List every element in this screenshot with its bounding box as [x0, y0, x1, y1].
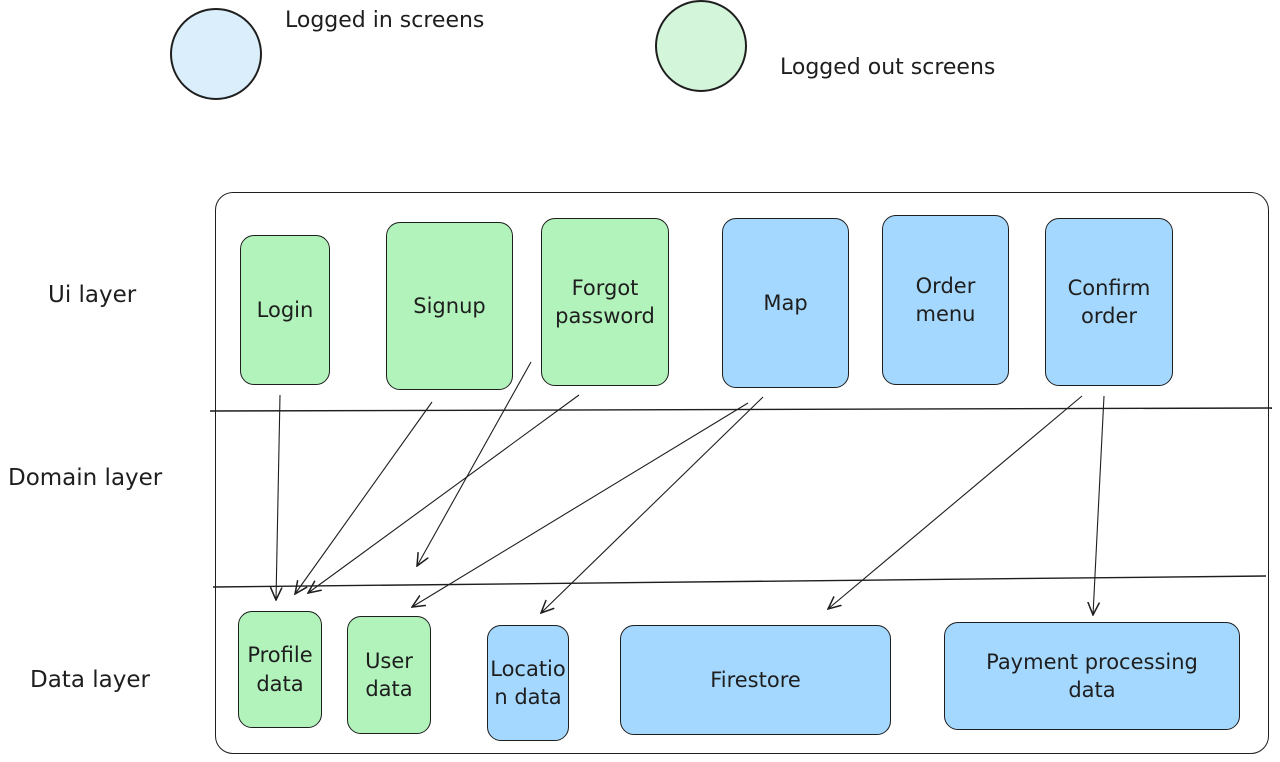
user-data-box: User data	[347, 616, 431, 734]
order-menu-box-label: Order menu	[915, 273, 976, 326]
arrow-confirm-to-firestore	[828, 395, 1083, 609]
profile-data-box: Profile data	[238, 611, 322, 728]
arrow-forgot-to-profile	[308, 394, 580, 593]
arrow-login-to-profile	[276, 394, 280, 600]
domain-data-divider	[212, 575, 1267, 588]
signup-box: Signup	[386, 222, 513, 390]
arrow-confirm-to-payment	[1093, 395, 1105, 615]
ui-domain-divider	[209, 407, 1273, 412]
arrow-map-to-location	[541, 396, 764, 613]
confirm-order-box-label: Confirm order	[1067, 275, 1151, 328]
domain-layer-label: Domain layer	[8, 465, 163, 491]
login-box: Login	[240, 235, 330, 385]
legend-logged-in-label: Logged in screens	[285, 8, 485, 33]
firestore-box-label: Firestore	[710, 667, 801, 692]
data-layer-label: Data layer	[30, 667, 150, 693]
arrow-signup-to-profile	[295, 401, 433, 594]
login-box-label: Login	[256, 297, 314, 322]
architecture-frame	[215, 192, 1269, 754]
payment-processing-data-box: Payment processing data	[944, 622, 1240, 730]
legend-logged-in-swatch	[170, 8, 262, 100]
payment-processing-data-box-label: Payment processing data	[986, 649, 1198, 702]
location-data-box: Location data	[487, 625, 569, 741]
signup-box-label: Signup	[413, 293, 486, 318]
legend-logged-out-label: Logged out screens	[780, 55, 996, 80]
user-data-box-label: User data	[365, 648, 413, 701]
profile-data-box-label: Profile data	[247, 643, 313, 696]
arrow-map-to-user	[412, 402, 749, 607]
map-box: Map	[722, 218, 849, 388]
legend-logged-out-swatch	[655, 0, 747, 92]
firestore-box: Firestore	[620, 625, 891, 735]
confirm-order-box: Confirm order	[1045, 218, 1173, 386]
location-data-box-label: Location data	[490, 656, 566, 709]
forgot-password-box: Forgot password	[541, 218, 669, 386]
map-box-label: Map	[763, 290, 808, 315]
forgot-password-box-label: Forgot password	[555, 275, 655, 328]
ui-layer-label: Ui layer	[48, 282, 137, 308]
arrow-forgot-to-user	[417, 361, 532, 566]
order-menu-box: Order menu	[882, 215, 1009, 385]
